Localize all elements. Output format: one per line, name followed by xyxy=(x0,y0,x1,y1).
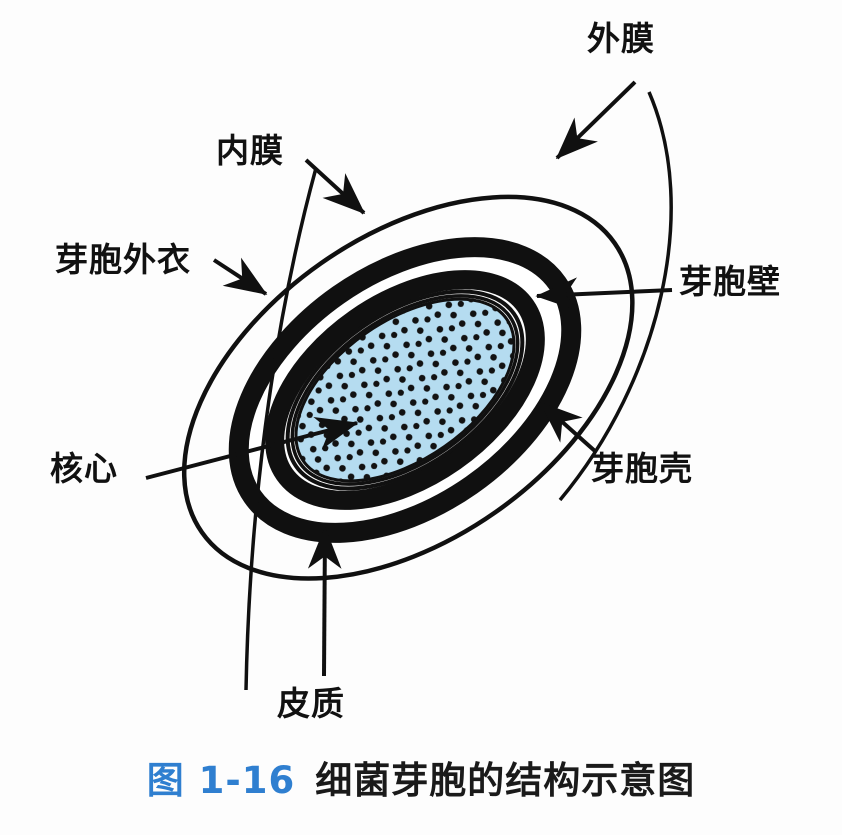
figure-caption: 图 1-16 细菌芽胞的结构示意图 xyxy=(0,762,842,799)
leader-cortex xyxy=(307,526,342,677)
leader-spore-wall xyxy=(535,277,673,311)
label-inner-membrane: 内膜 xyxy=(216,131,284,170)
label-exosporium: 芽胞外衣 xyxy=(55,240,191,279)
layer-exosporium xyxy=(181,194,635,581)
leader-core xyxy=(145,417,359,480)
spore-body xyxy=(181,194,635,581)
label-cortex: 皮质 xyxy=(277,684,345,723)
leader-spore-coat xyxy=(539,401,598,454)
label-core: 核心 xyxy=(50,449,118,488)
inner-membrane-trace-line xyxy=(244,167,318,691)
label-spore-coat: 芽胞壳 xyxy=(591,449,693,488)
layer-spore-coat xyxy=(265,270,545,510)
leader-outer-membrane xyxy=(555,80,637,160)
label-outer-membrane: 外膜 xyxy=(587,19,655,58)
figure-caption-text: 细菌芽胞的结构示意图 xyxy=(315,759,696,802)
figure-number: 图 1-16 xyxy=(146,759,296,802)
label-spore-wall: 芽胞壁 xyxy=(679,262,781,301)
exosporium-trace-curve xyxy=(558,91,673,502)
leader-exosporium xyxy=(212,257,268,296)
